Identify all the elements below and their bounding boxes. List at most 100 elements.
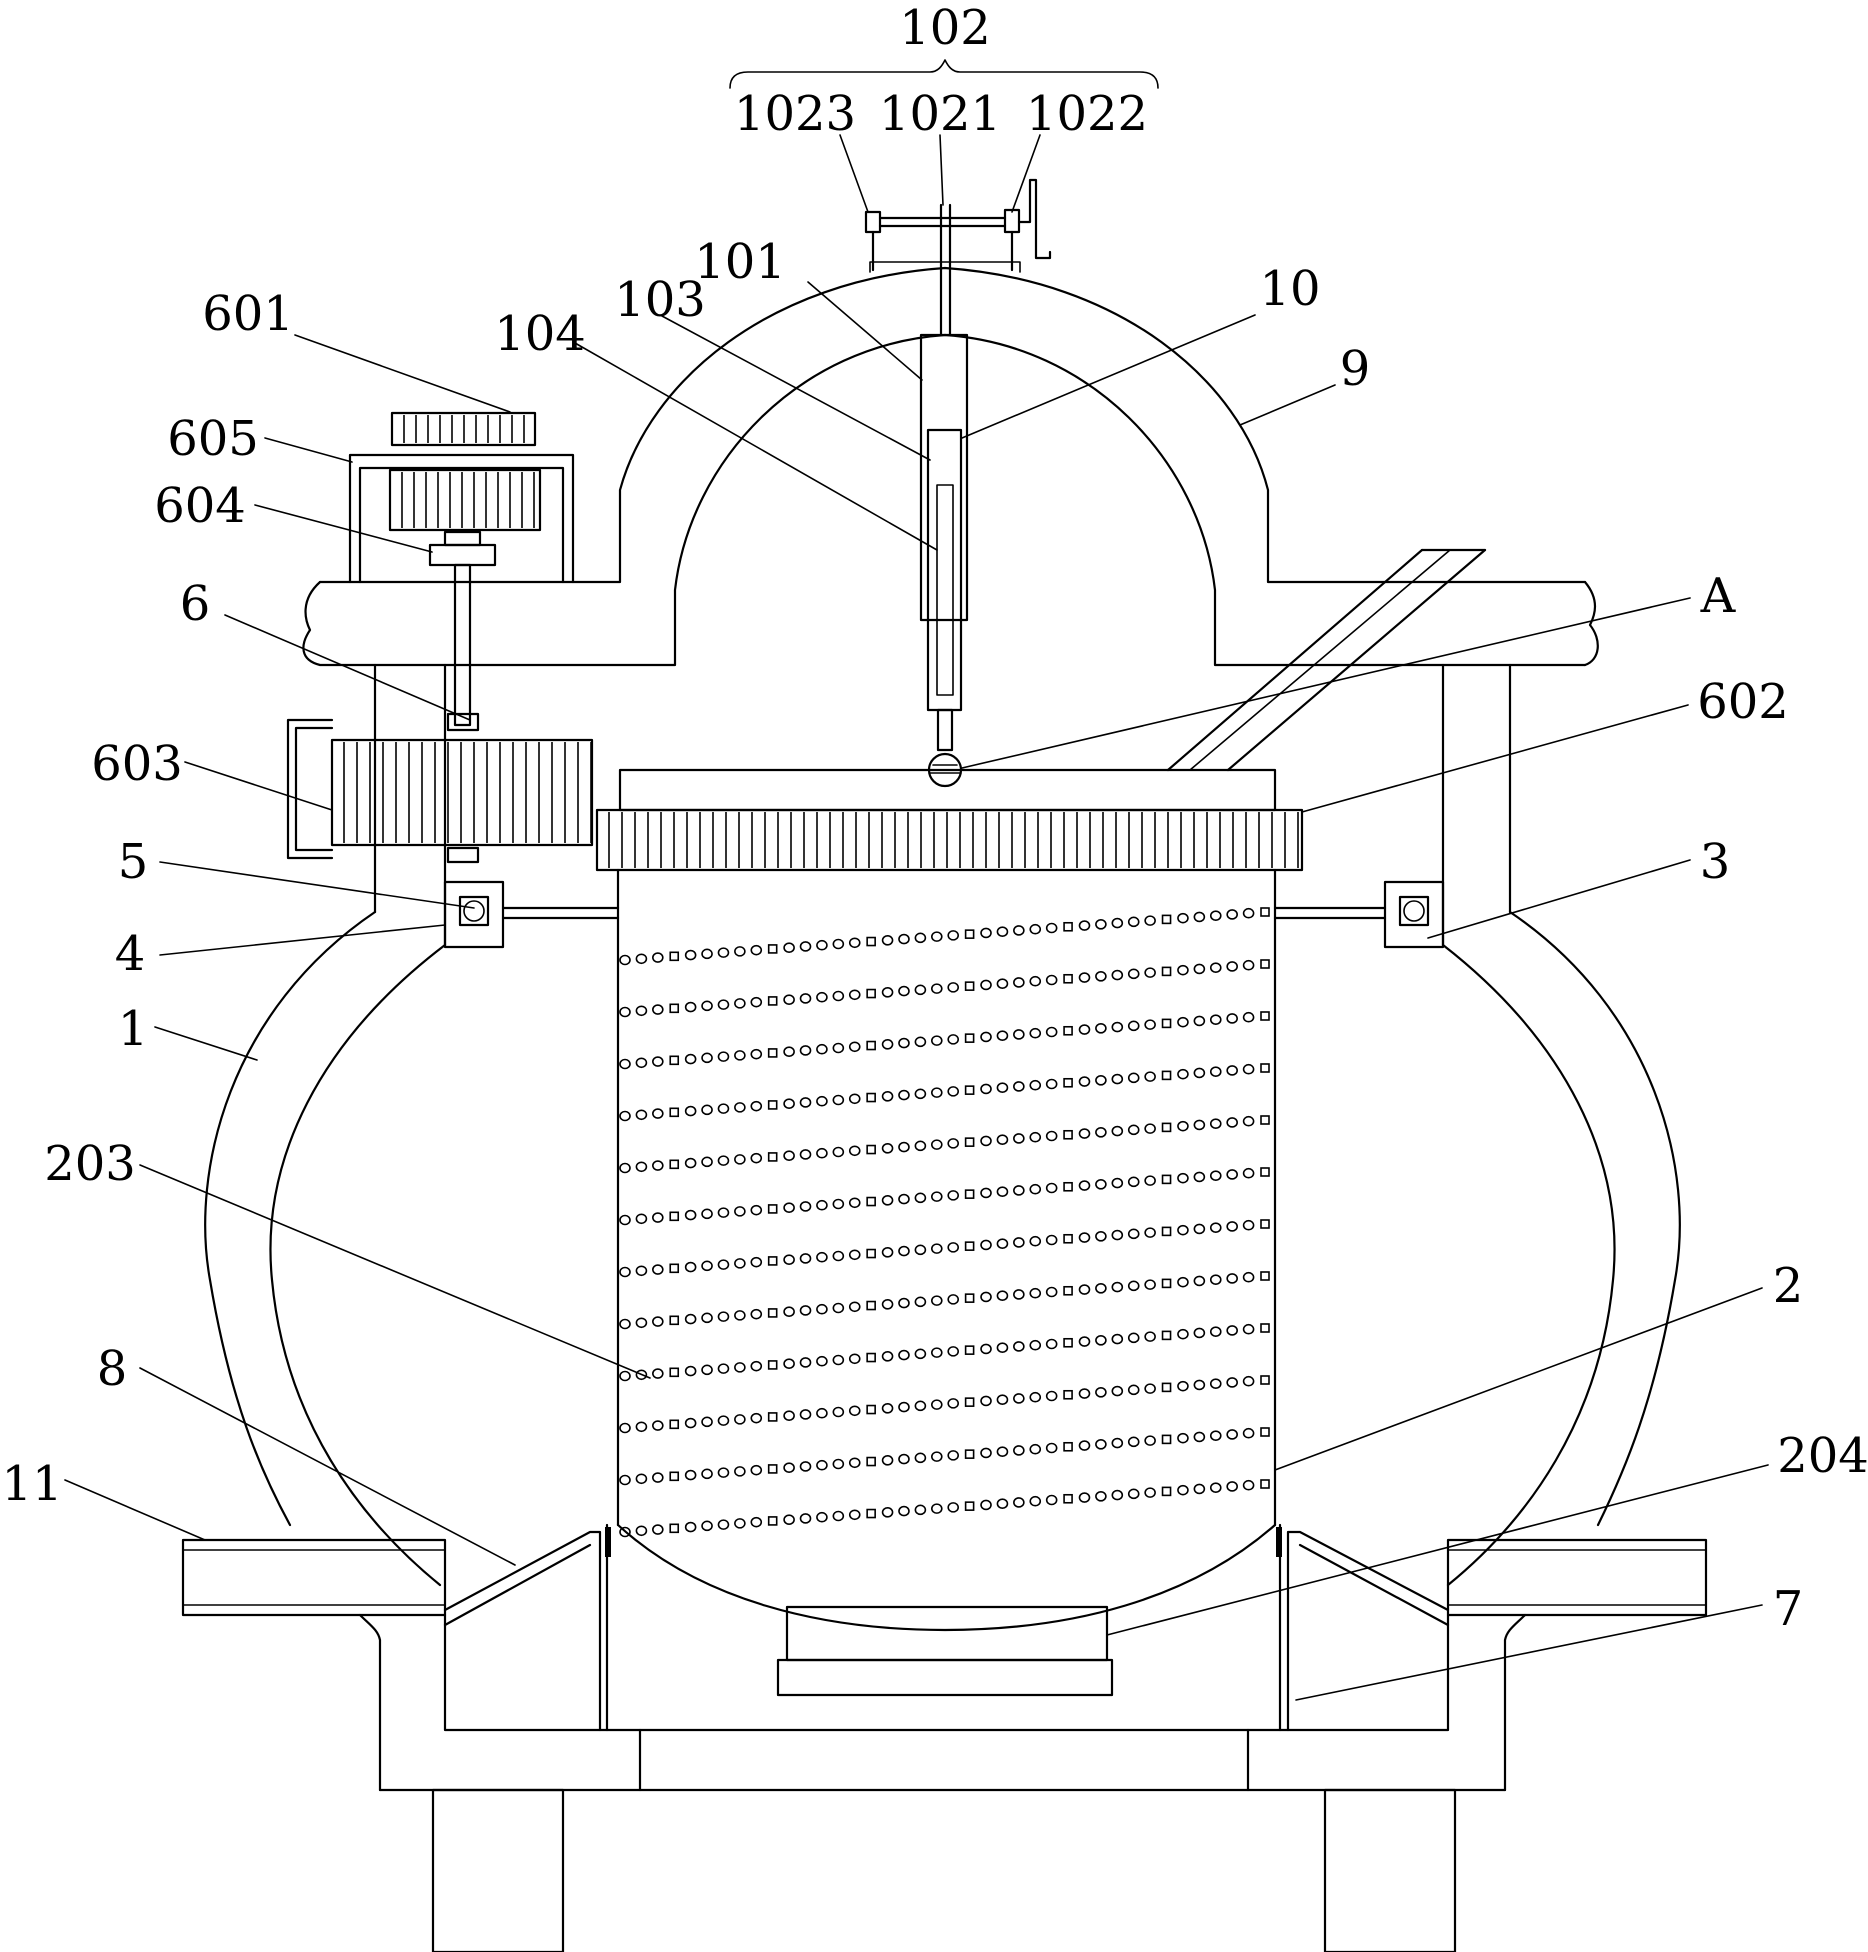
drum-hole [1127, 1124, 1140, 1136]
drum-hole [1242, 1271, 1255, 1283]
drum-hole [964, 929, 975, 939]
drum-hole [1260, 1011, 1270, 1021]
drum-hole [964, 1085, 975, 1095]
drum-hole [734, 1206, 746, 1217]
drum-hole [866, 1144, 876, 1155]
drum-hole [799, 1201, 812, 1212]
drum-hole [619, 954, 631, 966]
drum-hole [1226, 1013, 1238, 1024]
label-10: 10 [1259, 261, 1320, 317]
drum-hole [1013, 1029, 1025, 1040]
drum-hole [980, 1447, 992, 1459]
drum-hole [816, 1147, 828, 1159]
drum-hole [1226, 1481, 1238, 1492]
drum-hole [799, 1513, 812, 1524]
drum-hole [669, 1159, 680, 1170]
drum-hole [1193, 911, 1206, 923]
drum-hole [652, 1524, 664, 1535]
drum-hole [734, 1258, 746, 1269]
drum-hole [1226, 909, 1238, 920]
drum-hole [767, 1360, 778, 1370]
drum-hole [898, 1349, 910, 1361]
drum-hole [1013, 1393, 1025, 1404]
drum-hole [1127, 1072, 1140, 1084]
drum-hole [1127, 1488, 1140, 1500]
drum-hole [996, 1394, 1009, 1405]
drum-hole [1111, 969, 1124, 981]
drum-hole [1111, 1385, 1124, 1397]
drum-hole [832, 1302, 845, 1314]
drum-hole [964, 1137, 975, 1147]
baffles [443, 1523, 1450, 1732]
drum-hole [1209, 1430, 1222, 1441]
drum-hole [1193, 1327, 1206, 1339]
drum-hole [947, 1086, 960, 1097]
drum-hole [1193, 1483, 1206, 1495]
label-101: 101 [694, 234, 786, 290]
drum-hole [669, 1107, 680, 1118]
drum-hole [1078, 1336, 1091, 1347]
drum-hole [1045, 1026, 1058, 1038]
drum-hole [783, 1254, 795, 1265]
drum-hole [734, 1102, 746, 1113]
drum-hole [914, 1296, 927, 1308]
drum-hole [652, 1264, 664, 1275]
drum-hole [717, 947, 730, 958]
drum-hole [635, 1057, 648, 1069]
drum-hole [1260, 1115, 1270, 1125]
drum-hole [1161, 1434, 1172, 1445]
tank-body-1 [204, 663, 1681, 1792]
drum-hole [1078, 1440, 1091, 1451]
feed-chute [1166, 548, 1487, 772]
drum-hole [652, 1316, 664, 1327]
drum-hole [799, 993, 812, 1004]
drum-hole [1078, 920, 1091, 931]
drum-hole [669, 1055, 680, 1066]
drum-hole [619, 1526, 631, 1538]
drum-hole [635, 1525, 648, 1537]
drum-hole [767, 1412, 778, 1422]
drum-hole [1029, 1183, 1042, 1195]
drum-hole [832, 1198, 845, 1210]
drum-hole [1144, 1383, 1156, 1394]
drum-hole [1226, 1117, 1238, 1128]
drum-hole [866, 936, 876, 947]
drum-hole [783, 1462, 795, 1473]
drum-hole [898, 1141, 910, 1153]
drum-hole [734, 946, 746, 957]
motor-fins-top [403, 415, 525, 443]
drum-hole [1242, 907, 1255, 919]
drum-hole [1029, 975, 1042, 987]
drum-hole [930, 1139, 943, 1150]
drum-hole [898, 1401, 910, 1413]
drum-hole [1095, 1387, 1107, 1398]
drum-hole [832, 1042, 845, 1054]
drum-hole [1242, 1323, 1255, 1335]
drum-hole [898, 1245, 910, 1257]
drum-hole [717, 1363, 730, 1374]
drum-hole [980, 1239, 992, 1251]
drum-hole [701, 1416, 713, 1428]
drum-hole [734, 1414, 746, 1425]
drum-hole [783, 942, 795, 953]
drum-hole [1242, 1115, 1255, 1127]
drum-hole [799, 1253, 812, 1264]
drum-hole [1161, 914, 1172, 925]
drum-hole [816, 1459, 828, 1471]
drum-hole [1161, 1226, 1172, 1237]
drum-hole [1095, 1283, 1107, 1294]
drum-hole [1226, 1377, 1238, 1388]
drum-hole [980, 1135, 992, 1147]
drum-hole [669, 1003, 680, 1014]
drum-hole [1063, 1389, 1073, 1400]
drum-hole [947, 1242, 960, 1253]
drum-hole [1045, 1338, 1058, 1350]
drum-hole [652, 1420, 664, 1431]
drum-hole [1111, 1229, 1124, 1241]
base-support [181, 1538, 1708, 1952]
drum-hole [750, 1308, 763, 1320]
drum-hole [930, 1399, 943, 1410]
drum-hole [1260, 1479, 1270, 1489]
drum-hole [1193, 1067, 1206, 1079]
drum-hole [964, 1241, 975, 1251]
